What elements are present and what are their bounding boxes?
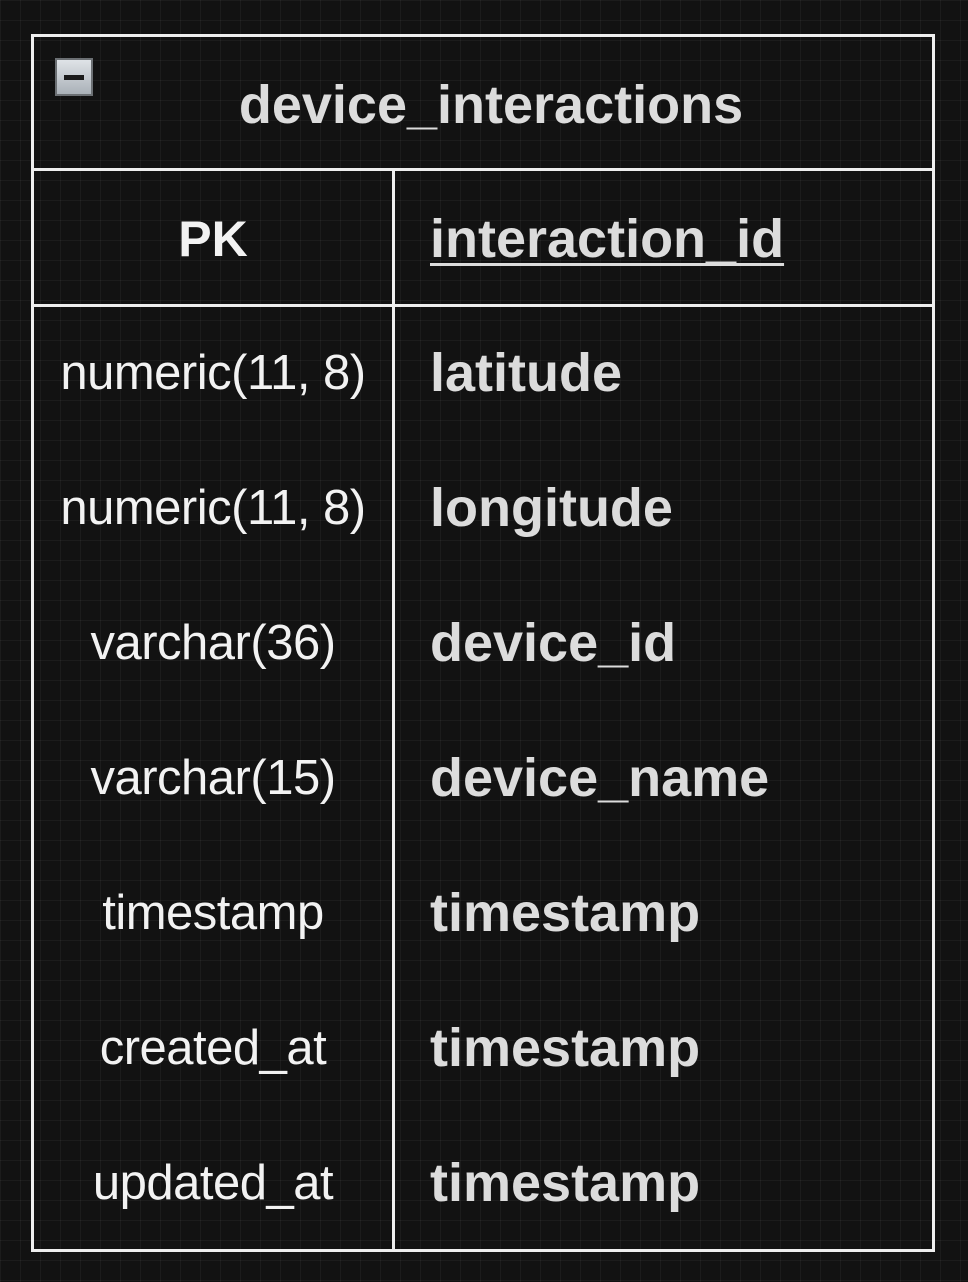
attribute-row[interactable]: timestamp timestamp [34,847,932,982]
attribute-name: latitude [430,343,623,403]
attribute-name: timestamp [430,1153,701,1213]
entity-table[interactable]: device_interactions PK interaction_id nu… [31,34,935,1252]
attribute-row[interactable]: varchar(15) device_name [34,712,932,847]
attribute-row[interactable]: numeric(11, 8) latitude [34,307,932,442]
attribute-name: timestamp [430,1018,701,1078]
attribute-row[interactable]: numeric(11, 8) longitude [34,442,932,577]
column-divider [392,171,395,1249]
attribute-type: numeric(11, 8) [60,481,366,535]
attribute-type: updated_at [92,1156,334,1210]
attribute-type: timestamp [102,886,324,940]
attribute-type: varchar(36) [90,616,336,670]
collapse-icon[interactable] [55,58,93,96]
attribute-row[interactable]: varchar(36) device_id [34,577,932,712]
attribute-row[interactable]: updated_at timestamp [34,1117,932,1252]
primary-key-label: PK [178,211,248,267]
attribute-name: timestamp [430,883,701,943]
attribute-type: numeric(11, 8) [60,346,366,400]
attribute-name: longitude [430,478,673,538]
attribute-row[interactable]: created_at timestamp [34,982,932,1117]
primary-key-row[interactable]: PK interaction_id [34,171,932,307]
attribute-type: varchar(15) [90,751,336,805]
entity-header: device_interactions [34,37,932,171]
attribute-name: device_id [430,613,677,673]
primary-key-name: interaction_id [430,209,785,269]
entity-title: device_interactions [238,75,744,135]
attribute-type: created_at [99,1021,327,1075]
attribute-name: device_name [430,748,770,808]
